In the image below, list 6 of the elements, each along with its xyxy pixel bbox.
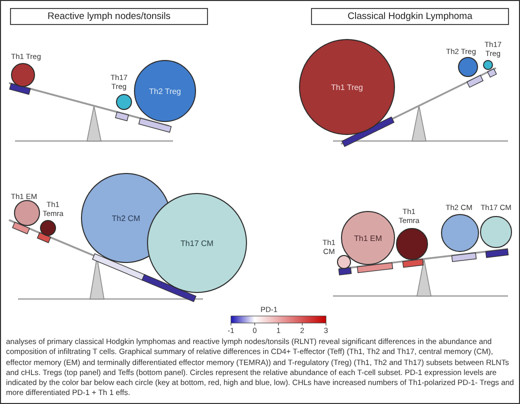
subset-circle: Th1 EM (341, 211, 395, 265)
subset-circle: Th2 Treg (134, 60, 196, 122)
panel-heading: Classical Hodgkin Lymphoma (311, 8, 509, 25)
panel-heading: Reactive lymph nodes/tonsils (10, 8, 208, 25)
subset-circle: Th17 CM (147, 193, 247, 293)
subset-circle: Th1 Treg (299, 39, 395, 135)
